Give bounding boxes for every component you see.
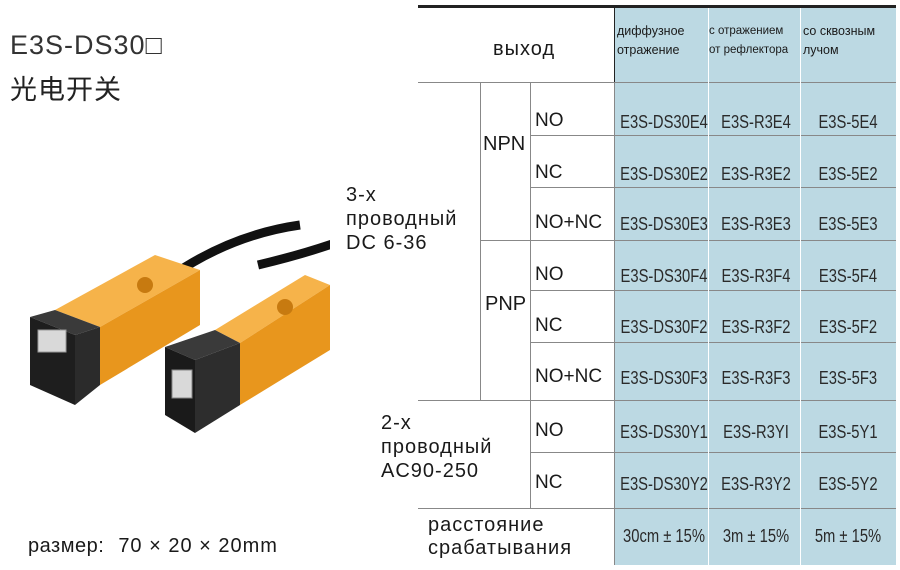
model-diffuse-1: E3S-DS30E2 [620,163,708,184]
distance-through: 5m ± 15% [814,525,882,546]
group-2wire-label: 2-х проводный AC90-250 [381,411,492,483]
distance-label-line2: срабатывания [428,537,573,559]
row-output-2: NO+NC [535,212,603,233]
col-header-diffuse: диффузное отражение [617,22,707,60]
model-reflector-0: E3S-R3E4 [721,111,791,132]
col-header-through-line1: со сквозным [803,24,876,38]
model-through-7: E3S-5Y2 [818,473,878,494]
row-output-5: NO+NC [535,366,603,387]
model-through-0: E3S-5E4 [818,111,878,132]
model-reflector-1: E3S-R3E2 [721,163,791,184]
col-header-diffuse-line2: отражение [617,43,680,57]
model-through-4: E3S-5F2 [818,316,878,337]
model-diffuse-7: E3S-DS30Y2 [620,473,708,494]
grid-line-v [530,82,531,508]
row-output-0: NO [535,110,564,131]
col-header-through: со сквозным лучом [803,22,895,60]
distance-label: расстояние срабатывания [428,514,572,560]
grid-line-h [530,290,896,291]
product-subtitle: 光电开关 [10,75,122,105]
distance-diffuse: 30cm ± 15% [623,525,705,546]
col-header-diffuse-line1: диффузное [617,24,685,38]
model-diffuse-4: E3S-DS30F2 [620,316,708,337]
grid-line-v [480,82,481,400]
header-divider [614,5,615,83]
model-diffuse-6: E3S-DS30Y1 [620,421,708,442]
grid-line-h [418,82,896,83]
row-output-3: NO [535,264,564,285]
model-reflector-2: E3S-R3E3 [721,213,791,234]
model-diffuse-0: E3S-DS30E4 [620,111,708,132]
grid-line-h [530,342,896,343]
output-header: выход [493,38,556,60]
size-value: 70 × 20 × 20mm [118,535,278,557]
grid-line-h [530,187,896,188]
col-header-reflector: с отражением от рефлектора [709,22,801,60]
table-top-border [418,5,896,8]
distance-reflector: 3m ± 15% [722,525,790,546]
model-diffuse-3: E3S-DS30F4 [620,265,708,286]
row-output-6: NO [535,420,564,441]
model-reflector-7: E3S-R3Y2 [721,473,791,494]
row-output-1: NC [535,162,563,183]
row-output-4: NC [535,315,563,336]
model-diffuse-2: E3S-DS30E3 [620,213,708,234]
grid-line-h [530,135,896,136]
model-through-2: E3S-5E3 [818,213,878,234]
distance-label-line1: расстояние [428,514,545,536]
product-title: E3S-DS30□ [10,30,163,60]
col-header-reflector-line2: от рефлектора [709,44,789,56]
size-spec: размер: 70 × 20 × 20mm [28,535,278,558]
col-header-through-line2: лучом [803,43,839,57]
grid-line-h [418,508,896,509]
group-3wire-line3: DC 6-36 [346,232,428,254]
model-diffuse-5: E3S-DS30F3 [620,367,708,388]
model-through-6: E3S-5Y1 [818,421,878,442]
model-through-5: E3S-5F3 [818,367,878,388]
size-label: размер: [28,535,105,557]
group-2wire-line1: 2-х [381,412,412,434]
model-table-shade [614,8,896,565]
col-header-reflector-line1: с отражением [709,25,784,37]
sensor-photo [30,220,330,433]
group-2wire-line3: AC90-250 [381,460,480,482]
grid-line-h [418,400,896,401]
npn-label: NPN [483,133,526,155]
grid-line-v [800,8,801,565]
model-through-3: E3S-5F4 [818,265,878,286]
grid-line-v [708,8,709,565]
pnp-label: PNP [485,293,527,315]
model-reflector-4: E3S-R3F2 [721,316,791,337]
model-through-1: E3S-5E2 [818,163,878,184]
model-reflector-5: E3S-R3F3 [721,367,791,388]
group-3wire-label: 3-х проводный DC 6-36 [346,183,457,255]
grid-line-h [480,240,896,241]
row-output-7: NC [535,472,563,493]
group-3wire-line1: 3-х [346,184,377,206]
group-2wire-line2: проводный [381,436,493,458]
model-reflector-6: E3S-R3YI [723,421,789,442]
grid-line-v [614,82,615,565]
group-3wire-line2: проводный [346,208,458,230]
grid-line-h [530,452,896,453]
model-reflector-3: E3S-R3F4 [721,265,791,286]
